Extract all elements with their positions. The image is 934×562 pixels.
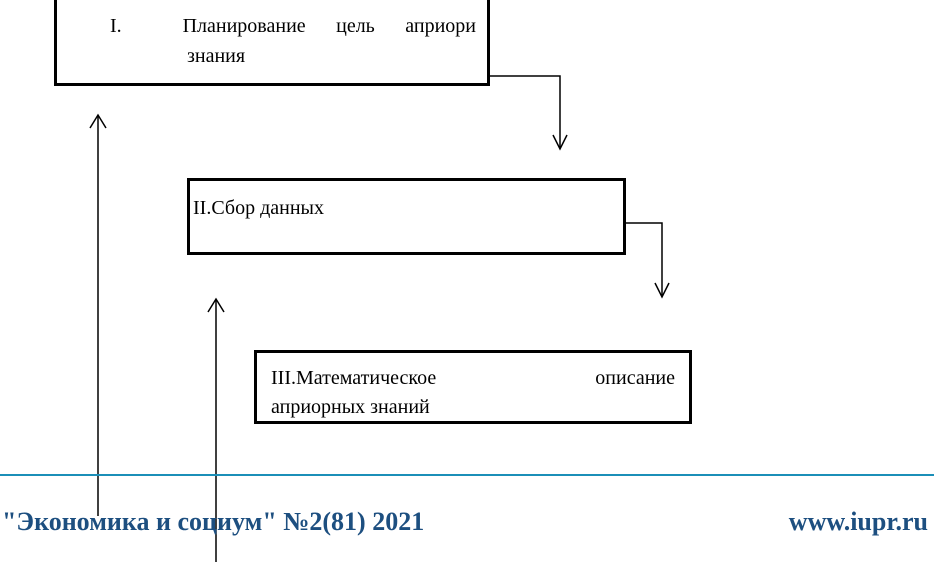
stage-box-planning: I. Планирование цель априори знания <box>54 0 490 86</box>
footer-website: www.iupr.ru <box>788 507 928 536</box>
stage-box-data-collection: II.Сбор данных <box>187 178 626 255</box>
stage-2-title: II.Сбор данных <box>193 197 324 219</box>
stage-box-math-description: III.Математическое описание априорных зн… <box>254 350 692 424</box>
footer-journal-title: "Экономика и социум" №2(81) 2021 <box>2 507 425 536</box>
arrowhead-down-box3 <box>654 282 670 299</box>
stage-1-title: I. Планирование цель априори <box>110 15 476 37</box>
connector-box2-to-box3 <box>626 222 663 296</box>
stage-3-title: III.Математическое описание <box>271 367 675 389</box>
arrowhead-up-box2 <box>207 297 225 313</box>
stage-1-title-cont: знания <box>187 45 246 67</box>
stage-3-title-cont: априорных знаний <box>271 396 430 418</box>
footer-divider <box>0 474 934 476</box>
arrowhead-up-box1 <box>89 113 107 129</box>
connector-box1-to-box2 <box>490 75 561 148</box>
arrowhead-down-box2 <box>552 134 568 151</box>
